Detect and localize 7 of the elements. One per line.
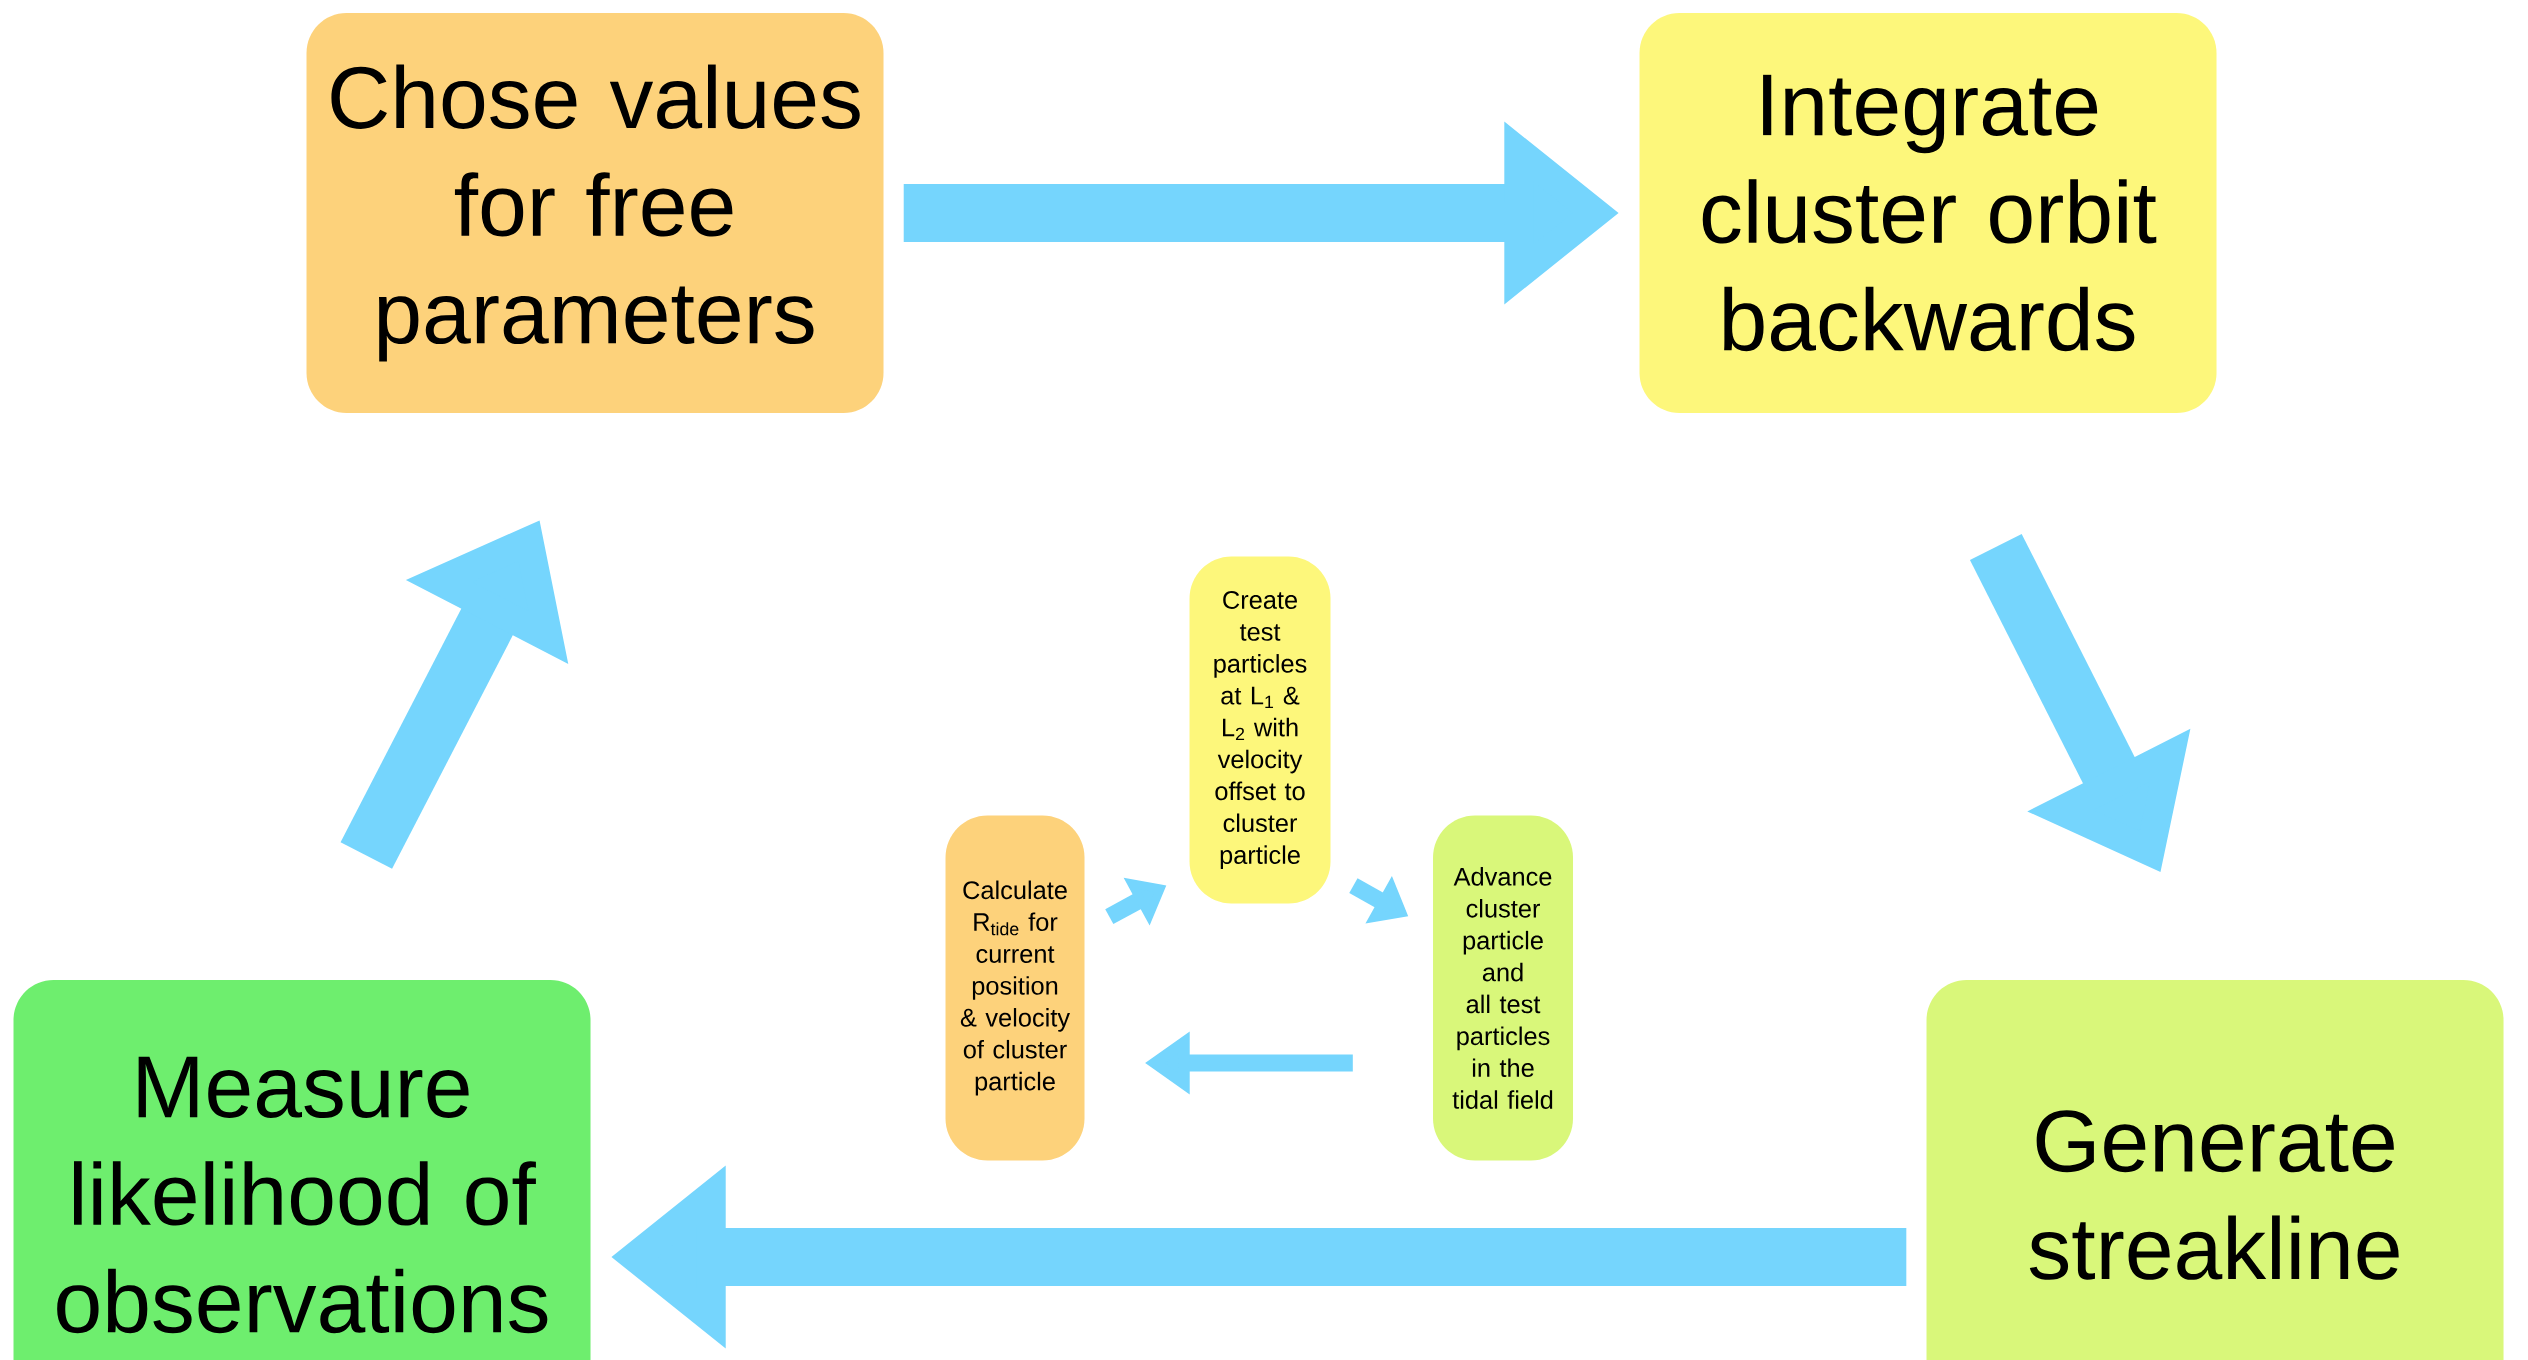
- process-box: Generate streakline: [1926, 980, 2504, 1360]
- process-box: Measure likelihood of observations: [13, 980, 591, 1360]
- process-box: Chose values for free parameters: [306, 13, 884, 413]
- step-box: Create test particles at L$_{1}$ & L$_{2}$ with velocity offset to cluster particle: [1189, 556, 1331, 904]
- step-box: Advance cluster particle and all test particles in the tidal field: [1433, 815, 1573, 1161]
- step-box: Calculate R$_{tide}$ for current position & velocity of cluster particle: [945, 815, 1085, 1161]
- process-box: Integrate cluster orbit backwards: [1639, 13, 2217, 413]
